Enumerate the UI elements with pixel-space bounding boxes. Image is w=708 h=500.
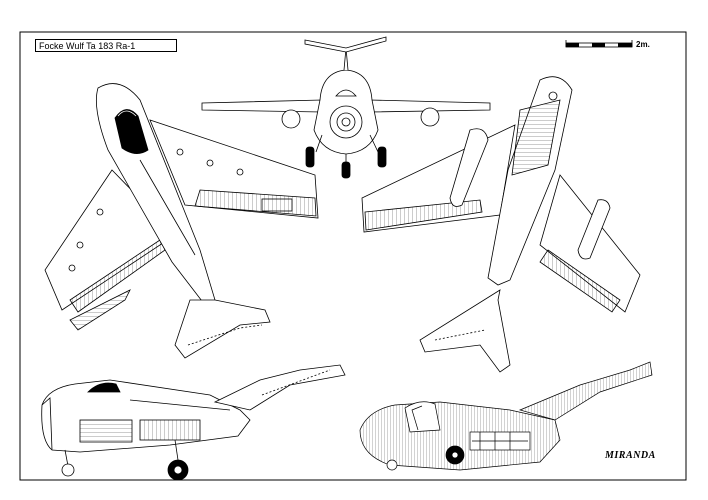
bottom-pod-right (577, 199, 611, 260)
top-wing-panel (261, 198, 293, 212)
front-pod-right (420, 107, 440, 127)
scale-label: 2m. (636, 40, 650, 49)
top-view (44, 83, 319, 359)
artist-signature: MIRANDA (605, 450, 656, 461)
cutaway-nose-wheel (386, 459, 398, 471)
front-view (201, 36, 491, 179)
top-tailplane (174, 299, 271, 359)
side-nose-wheel (61, 463, 75, 477)
cutaway-fin (518, 361, 653, 421)
top-airbrake (69, 289, 131, 331)
side-panel-2 (139, 419, 201, 441)
side-panel-1 (79, 419, 133, 443)
cutaway-cockpit (404, 401, 441, 433)
drawing-title: Focke Wulf Ta 183 Ra-1 (35, 39, 177, 52)
cutaway-view (359, 361, 653, 471)
page-frame (19, 31, 687, 481)
side-view (41, 364, 346, 481)
bottom-pod-left (449, 128, 489, 207)
front-tailplane (304, 36, 387, 53)
bottom-wing-left-flap (364, 199, 483, 231)
bottom-wing-right-flap (539, 249, 621, 313)
bottom-tailplane (419, 289, 511, 373)
front-intake-hub (341, 117, 351, 127)
bottom-gear-bay (511, 99, 561, 176)
front-wheel-nose (341, 161, 351, 179)
front-wheel-left (305, 146, 315, 168)
side-canopy (87, 382, 121, 393)
top-wing-right-flap (194, 189, 317, 217)
top-wing-right (149, 119, 319, 219)
scale-bar (565, 40, 633, 48)
front-pod-left (281, 109, 301, 129)
front-canopy (335, 89, 357, 97)
bottom-view (361, 76, 641, 373)
side-fuselage (41, 379, 251, 453)
top-canopy (114, 109, 149, 154)
side-fin (213, 364, 346, 411)
front-wheel-right (377, 146, 387, 168)
